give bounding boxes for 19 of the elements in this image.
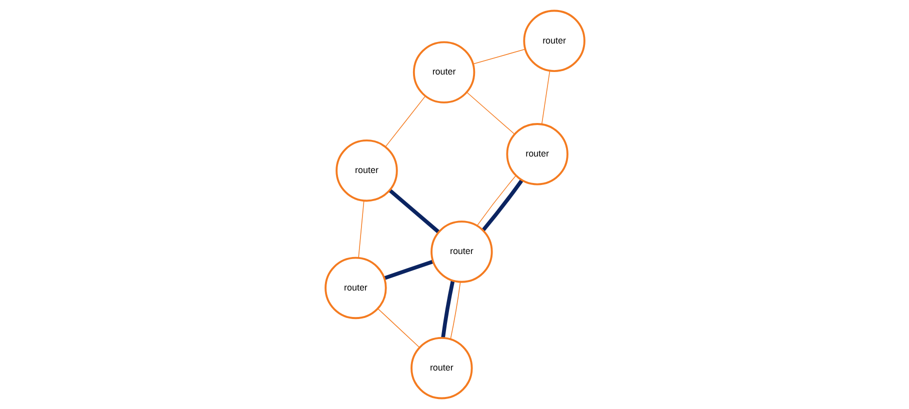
connector bbox=[358, 200, 364, 258]
connector bbox=[472, 48, 525, 64]
connector bbox=[383, 260, 434, 280]
connector bbox=[476, 175, 516, 226]
connector bbox=[481, 179, 523, 232]
node-circle: router bbox=[412, 41, 475, 104]
connector bbox=[440, 280, 454, 338]
connector bbox=[540, 70, 550, 124]
connector bbox=[450, 282, 460, 340]
connector bbox=[384, 96, 426, 148]
connector bbox=[388, 188, 440, 234]
node-circle: router bbox=[324, 256, 386, 320]
node-circle: router bbox=[506, 123, 568, 186]
connector bbox=[466, 92, 514, 134]
node-circle: router bbox=[522, 10, 585, 72]
connector bbox=[376, 308, 420, 348]
node-circle: router bbox=[430, 220, 492, 283]
node-circle: router bbox=[410, 337, 472, 400]
node-circle: router bbox=[335, 140, 398, 202]
